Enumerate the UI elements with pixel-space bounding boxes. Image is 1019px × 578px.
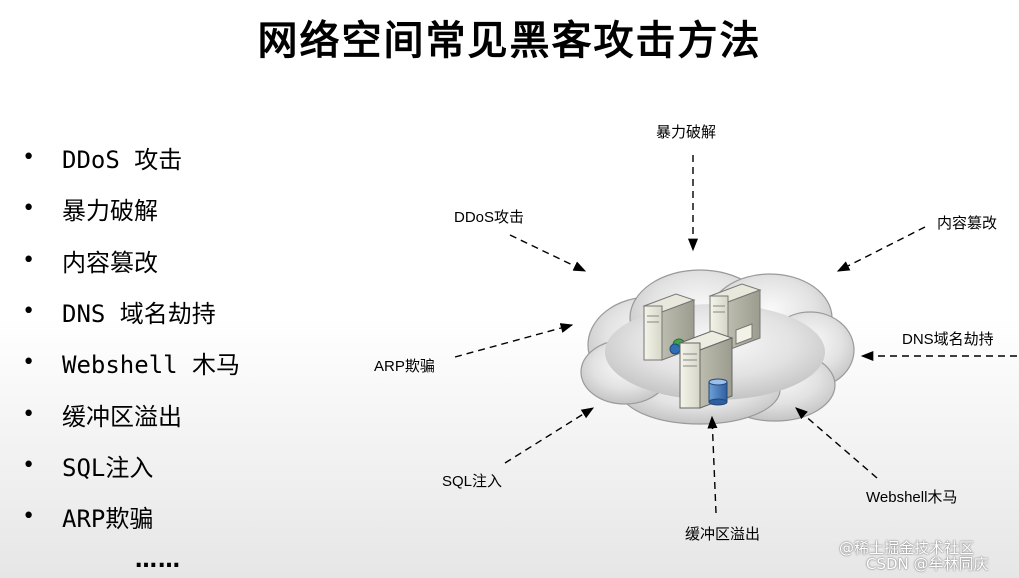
watermark-csdn: CSDN @牟林同庆 (866, 555, 989, 573)
sql-arrow (504, 407, 595, 464)
database-icon (708, 378, 728, 406)
list-item: • Webshell 木马 (22, 337, 240, 388)
list-item: • DDoS 攻击 (22, 132, 240, 183)
list-item-label: 内容篡改 (62, 248, 158, 277)
list-item: • 暴力破解 (22, 183, 240, 234)
bullet-icon: • (22, 299, 36, 325)
tamper-arrow (836, 226, 926, 272)
watermark-juejin: @稀土掘金技术社区 (839, 539, 975, 557)
arp-label: ARP欺骗 (374, 358, 435, 375)
webshell-label: Webshell木马 (866, 489, 958, 506)
list-item-label: SQL注入 (62, 453, 154, 482)
list-item: • DNS 域名劫持 (22, 286, 240, 337)
bullet-icon: • (22, 247, 36, 273)
list-item: • SQL注入 (22, 440, 240, 491)
bullet-icon: • (22, 350, 36, 376)
list-ellipsis: …… (135, 548, 181, 573)
list-item-label: 缓冲区溢出 (62, 402, 182, 431)
arp-arrow (454, 323, 574, 358)
server-cluster-icon (642, 283, 762, 409)
ddos-arrow (509, 234, 587, 272)
ddos-label: DDoS攻击 (454, 209, 525, 226)
page-title: 网络空间常见黑客攻击方法 (257, 18, 762, 64)
list-item: • ARP欺骗 (22, 491, 240, 542)
tamper-label: 内容篡改 (937, 215, 998, 232)
attack-method-list: • DDoS 攻击 • 暴力破解 • 内容篡改 • DNS 域名劫持 • Webshell… (22, 132, 240, 542)
list-item-label: ARP欺骗 (62, 505, 154, 534)
bullet-icon: • (22, 401, 36, 427)
buffer-arrow (707, 415, 718, 514)
list-item-label: DNS 域名劫持 (62, 300, 216, 329)
list-item-label: Webshell 木马 (62, 351, 241, 380)
buffer-label: 缓冲区溢出 (685, 526, 761, 543)
bruteforce-label: 暴力破解 (656, 124, 717, 141)
bullet-icon: • (22, 145, 36, 171)
sql-label: SQL注入 (442, 473, 503, 490)
list-item: • 缓冲区溢出 (22, 388, 240, 439)
dns-label: DNS域名劫持 (902, 331, 994, 348)
bullet-icon: • (22, 196, 36, 222)
list-item-label: 暴力破解 (62, 197, 158, 226)
list-item: • 内容篡改 (22, 235, 240, 286)
webshell-arrow (795, 407, 878, 479)
bullet-icon: • (22, 504, 36, 530)
bullet-icon: • (22, 452, 36, 478)
list-item-label: DDoS 攻击 (62, 146, 183, 175)
